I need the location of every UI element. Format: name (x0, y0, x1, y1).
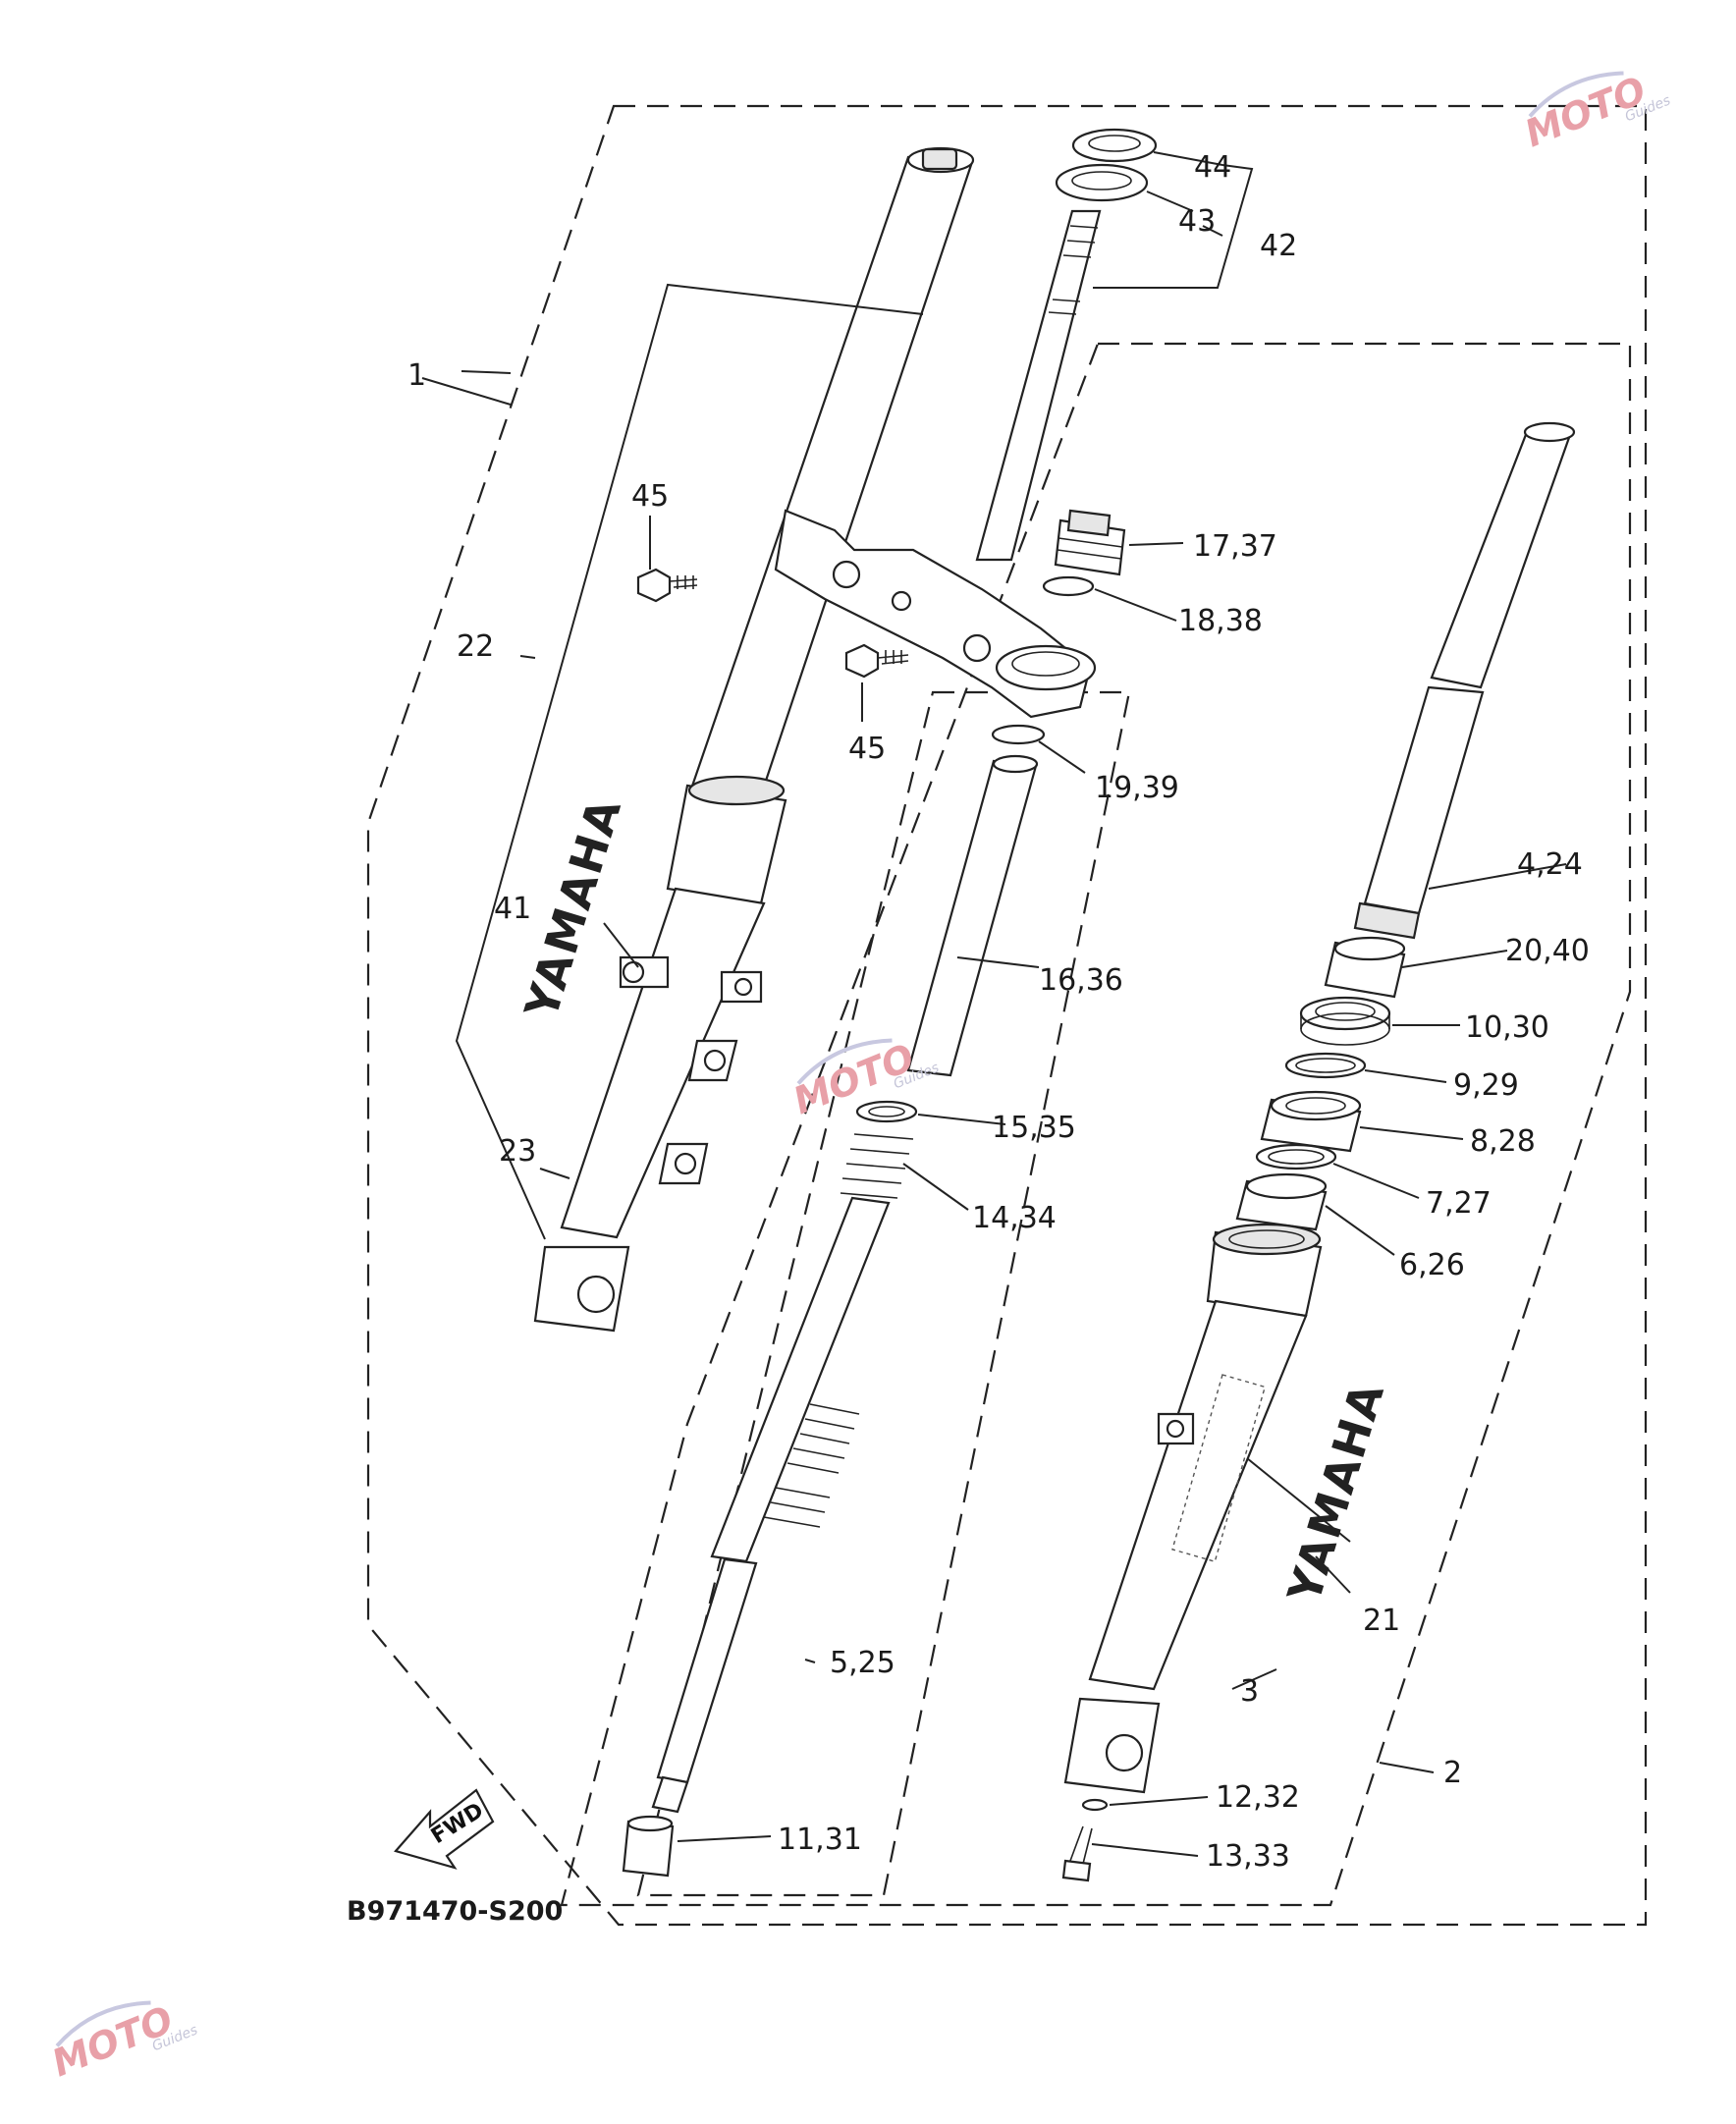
brand-mark-right: YAMAHA (1277, 1376, 1395, 1610)
callout-6-26: 6,26 (1399, 1248, 1465, 1282)
clip-9-part (1284, 1052, 1367, 1079)
callout-19-39: 19,39 (1095, 771, 1179, 805)
bushing-6-part (1235, 1172, 1328, 1231)
forward-direction-badge: FWD (394, 1788, 495, 1870)
bracket-bolt-lower-part (844, 643, 909, 679)
under-bracket-part (774, 509, 1097, 719)
callout-18-38: 18,38 (1178, 604, 1263, 638)
callout-2: 2 (1443, 1756, 1462, 1790)
watermark-swoosh-icon (1528, 71, 1624, 118)
drawing-code: B971470-S200 (347, 1896, 563, 1927)
callout-45-top: 45 (631, 479, 669, 514)
inner-fork-tube-part (685, 146, 975, 812)
cap-bolt-17-part (1054, 509, 1126, 576)
callout-43: 43 (1178, 204, 1216, 239)
spring-14-part (840, 1133, 914, 1199)
callout-13-33: 13,33 (1206, 1839, 1290, 1874)
damper-rod-5-part (651, 1196, 891, 1814)
oil-seal-19-part (991, 724, 1046, 745)
callout-5-25: 5,25 (830, 1646, 895, 1680)
callout-11-31: 11,31 (778, 1823, 862, 1857)
callout-21: 21 (1363, 1604, 1400, 1638)
washer-12-part (1081, 1798, 1109, 1812)
outer-tube-3-part (1063, 1223, 1323, 1794)
o-ring-18-part (1042, 575, 1095, 597)
callout-41: 41 (494, 892, 531, 926)
callout-10-30: 10,30 (1465, 1010, 1549, 1045)
callout-22: 22 (457, 629, 494, 664)
callout-44: 44 (1194, 150, 1231, 185)
bracket-bolt-upper-part (636, 568, 698, 603)
steering-stem-part (975, 128, 1158, 562)
callout-12-32: 12,32 (1216, 1780, 1300, 1815)
assembly-1-boundary (366, 104, 1648, 1927)
spring-16-part (906, 754, 1039, 1077)
callout-14-34: 14,34 (972, 1201, 1057, 1235)
bushing-20-part (1324, 936, 1406, 999)
watermark-bottom-left: MOTO Guides (46, 1997, 200, 2085)
callout-45-bottom: 45 (848, 732, 886, 766)
bolt-13-part (1061, 1825, 1093, 1882)
bracket-41-part (619, 955, 670, 989)
brand-mark-left: YAMAHA (515, 791, 632, 1026)
callout-9-29: 9,29 (1453, 1068, 1519, 1103)
watermark-top-right: MOTO Guides (1519, 68, 1673, 155)
washer-15-part (855, 1100, 918, 1123)
callout-42: 42 (1260, 229, 1297, 263)
outer-fork-tube-part (533, 775, 787, 1333)
leader-lines (421, 151, 1567, 1857)
callout-20-40: 20,40 (1505, 934, 1590, 968)
callout-16-36: 16,36 (1039, 963, 1123, 998)
callout-3: 3 (1240, 1674, 1259, 1709)
callout-4-24: 4,24 (1517, 847, 1583, 882)
collar-11-part (622, 1815, 675, 1878)
washer-7-part (1255, 1143, 1337, 1171)
label-area-21 (1171, 1374, 1267, 1563)
callout-15-35: 15,35 (992, 1111, 1076, 1145)
callout-labels: 44 43 42 1 45 17,37 18,38 22 45 19,39 4,… (407, 150, 1590, 1874)
callout-1: 1 (407, 358, 426, 393)
watermark-swoosh-icon (796, 1038, 893, 1085)
seal-spacer-10-part (1299, 996, 1391, 1046)
inner-tube-4-part (1353, 421, 1576, 940)
callout-17-37: 17,37 (1193, 529, 1277, 564)
callout-23: 23 (499, 1134, 536, 1169)
callout-8-28: 8,28 (1470, 1124, 1536, 1159)
watermark-swoosh-icon (55, 2000, 151, 2047)
callout-7-27: 7,27 (1426, 1186, 1492, 1221)
oil-seal-8-part (1260, 1090, 1362, 1153)
assembly-2-boundary (560, 342, 1632, 1907)
